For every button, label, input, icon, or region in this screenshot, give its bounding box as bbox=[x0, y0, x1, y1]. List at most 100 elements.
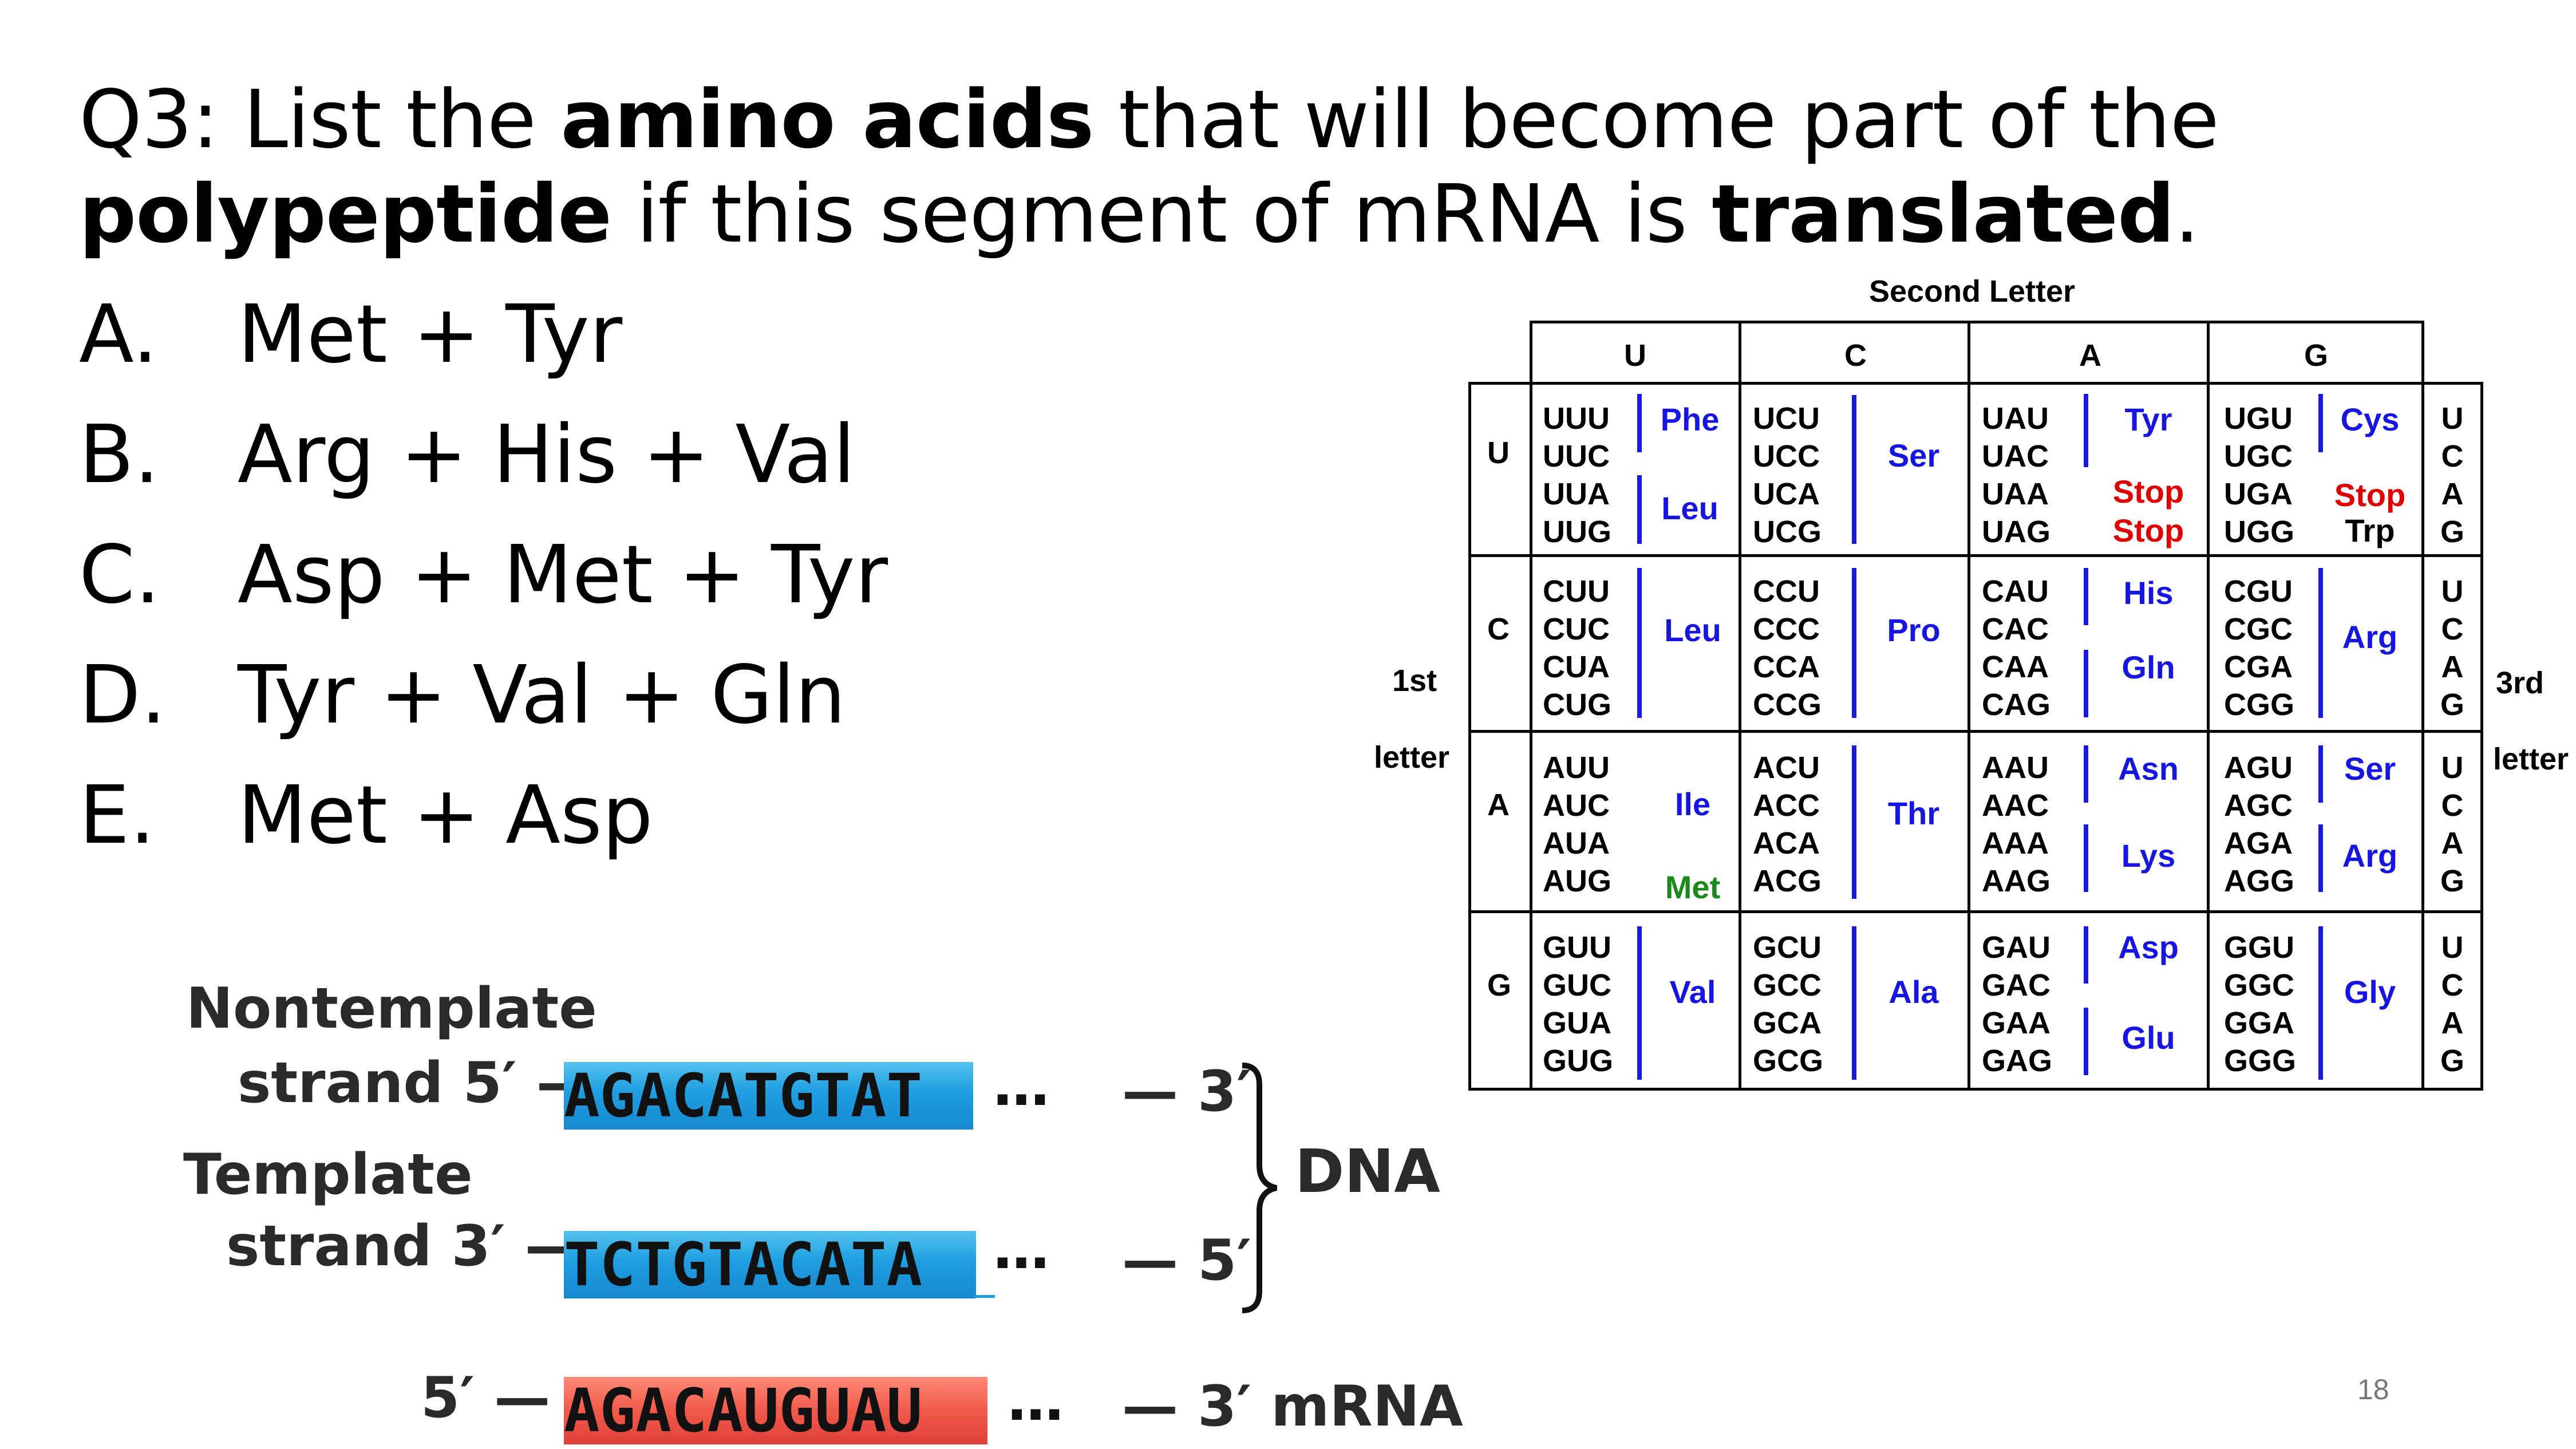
amino-acid-his: His bbox=[2123, 575, 2174, 611]
first-letter-c: C bbox=[1487, 612, 1510, 646]
bracket-bar bbox=[2318, 745, 2323, 803]
option-d-letter: D. bbox=[79, 649, 167, 742]
third-letters-row-a: U C A G bbox=[2440, 751, 2464, 898]
option-d-text[interactable]: Tyr + Val + Gln bbox=[238, 649, 846, 742]
grid-line bbox=[1468, 910, 2483, 913]
bracket-bar bbox=[1637, 926, 1642, 1080]
bracket-bar bbox=[2084, 650, 2088, 717]
dna-label: DNA bbox=[1295, 1136, 1440, 1206]
bracket-bar bbox=[2318, 568, 2323, 718]
amino-acid-val: Val bbox=[1669, 974, 1716, 1010]
grid-line bbox=[1739, 382, 1741, 1091]
header-label: G bbox=[2304, 338, 2329, 373]
amino-acid-ile: Ile bbox=[1674, 786, 1711, 822]
question-text: if this segment of mRNA is bbox=[611, 168, 1712, 261]
mrna-sequence: AGACAUGUAU bbox=[564, 1377, 987, 1444]
amino-acid-lys: Lys bbox=[2121, 838, 2176, 874]
first-letter-label-2: letter bbox=[1374, 740, 1450, 775]
amino-acid-pro: Pro bbox=[1887, 612, 1941, 648]
header-label: U bbox=[1624, 338, 1646, 373]
underline-mark bbox=[973, 1295, 995, 1298]
header-cell-u: U bbox=[1530, 321, 1741, 385]
bracket-bar bbox=[1637, 394, 1642, 452]
amino-acid-leu: Leu bbox=[1661, 490, 1718, 526]
amino-acid-asn: Asn bbox=[2118, 751, 2179, 787]
question-text: . bbox=[2174, 168, 2200, 261]
bracket-bar bbox=[2318, 824, 2323, 892]
nontemplate-label: Nontemplate bbox=[186, 976, 597, 1041]
bracket-bar bbox=[2318, 394, 2323, 452]
first-letter-g: G bbox=[1487, 968, 1512, 1002]
amino-acid-arg: Arg bbox=[2342, 838, 2398, 874]
option-a-text[interactable]: Met + Tyr bbox=[238, 288, 623, 381]
amino-acid-cys: Cys bbox=[2340, 401, 2400, 437]
bracket-bar bbox=[1852, 568, 1856, 718]
bracket-bar bbox=[1852, 395, 1856, 544]
codons-uu: UUU UUC UUA UUG bbox=[1543, 401, 1611, 549]
grid-line bbox=[1468, 554, 2483, 557]
stop-codon-label: Stop bbox=[2112, 512, 2184, 548]
header-cell-c: C bbox=[1739, 321, 1970, 385]
question-bold-amino-acids: amino acids bbox=[560, 73, 1094, 167]
amino-acid-leu: Leu bbox=[1664, 612, 1721, 648]
option-a-letter: A. bbox=[79, 288, 158, 381]
question-line-1: Q3: List the amino acids that will becom… bbox=[79, 80, 2219, 160]
bracket-bar bbox=[2084, 394, 2088, 467]
ellipsis: … bbox=[993, 1053, 1049, 1119]
third-letter-label-2: letter bbox=[2493, 742, 2569, 776]
codons-ca: CAU CAC CAA CAG bbox=[1982, 574, 2050, 722]
option-e-letter: E. bbox=[79, 769, 155, 862]
question-text: Q3: List the bbox=[79, 73, 561, 167]
nontemplate-sequence: AGACATGTAT bbox=[564, 1062, 973, 1130]
bracket-bar bbox=[1852, 745, 1856, 899]
bracket-bar bbox=[2084, 745, 2088, 803]
option-e-text[interactable]: Met + Asp bbox=[238, 769, 653, 862]
codon-grid-frame bbox=[1468, 382, 2483, 1091]
first-letter-label: 1st bbox=[1392, 664, 1437, 698]
codons-cc: CCU CCC CCA CCG bbox=[1753, 574, 1822, 722]
bracket-bar bbox=[2084, 1008, 2088, 1075]
codons-ga: GAU GAC GAA GAG bbox=[1982, 930, 2053, 1078]
ellipsis: … bbox=[1008, 1368, 1064, 1434]
bracket-bar bbox=[1637, 568, 1642, 718]
amino-acid-tyr: Tyr bbox=[2124, 401, 2172, 437]
option-c-letter: C. bbox=[79, 528, 161, 622]
nontemplate-3prime-end: — 3′ bbox=[1122, 1059, 1252, 1124]
option-b-text[interactable]: Arg + His + Val bbox=[238, 408, 856, 502]
bracket-bar bbox=[1852, 926, 1856, 1080]
bracket-bar bbox=[2318, 926, 2323, 1080]
codons-ua: UAU UAC UAA UAG bbox=[1982, 401, 2050, 549]
amino-acid-ser: Ser bbox=[1887, 437, 1940, 473]
mrna-5prime-label: 5′ — bbox=[421, 1365, 551, 1431]
mrna-3prime-label: — 3′ mRNA bbox=[1122, 1374, 1463, 1439]
amino-acid-asp: Asp bbox=[2118, 929, 2179, 965]
option-b-letter: B. bbox=[79, 408, 160, 502]
second-letter-title: Second Letter bbox=[1869, 274, 2076, 309]
amino-acid-ala: Ala bbox=[1888, 974, 1939, 1010]
first-letter-a: A bbox=[1487, 788, 1510, 822]
bracket-bar bbox=[2084, 926, 2088, 984]
question-line-2: polypeptide if this segment of mRNA is t… bbox=[79, 175, 2200, 255]
amino-acid-gln: Gln bbox=[2121, 649, 2175, 685]
grid-line bbox=[1967, 382, 1970, 1091]
amino-acid-trp: Trp bbox=[2345, 512, 2395, 548]
bracket-bar bbox=[1637, 475, 1642, 544]
codons-cu: CUU CUC CUA CUG bbox=[1543, 574, 1611, 722]
codons-ag: AGU AGC AGA AGG bbox=[2224, 751, 2295, 898]
dna-bracket bbox=[1242, 1063, 1278, 1313]
page-number: 18 bbox=[2357, 1373, 2389, 1405]
amino-acid-glu: Glu bbox=[2121, 1020, 2175, 1056]
grid-line bbox=[2421, 382, 2424, 1091]
codons-cg: CGU CGC CGA CGG bbox=[2224, 574, 2295, 722]
template-strand-label: strand 3′ — bbox=[226, 1214, 581, 1279]
codons-au: AUU AUC AUA AUG bbox=[1543, 751, 1611, 898]
amino-acid-arg: Arg bbox=[2342, 619, 2398, 655]
header-label: A bbox=[2079, 338, 2101, 373]
ellipsis: … bbox=[993, 1217, 1049, 1282]
grid-line bbox=[1468, 730, 2483, 733]
header-cell-g: G bbox=[2207, 321, 2424, 385]
third-letters-row-c: U C A G bbox=[2440, 574, 2464, 722]
option-c-text[interactable]: Asp + Met + Tyr bbox=[238, 528, 888, 622]
nontemplate-strand-label: strand 5′ — bbox=[238, 1051, 592, 1116]
codons-ac: ACU ACC ACA ACG bbox=[1753, 751, 1822, 898]
